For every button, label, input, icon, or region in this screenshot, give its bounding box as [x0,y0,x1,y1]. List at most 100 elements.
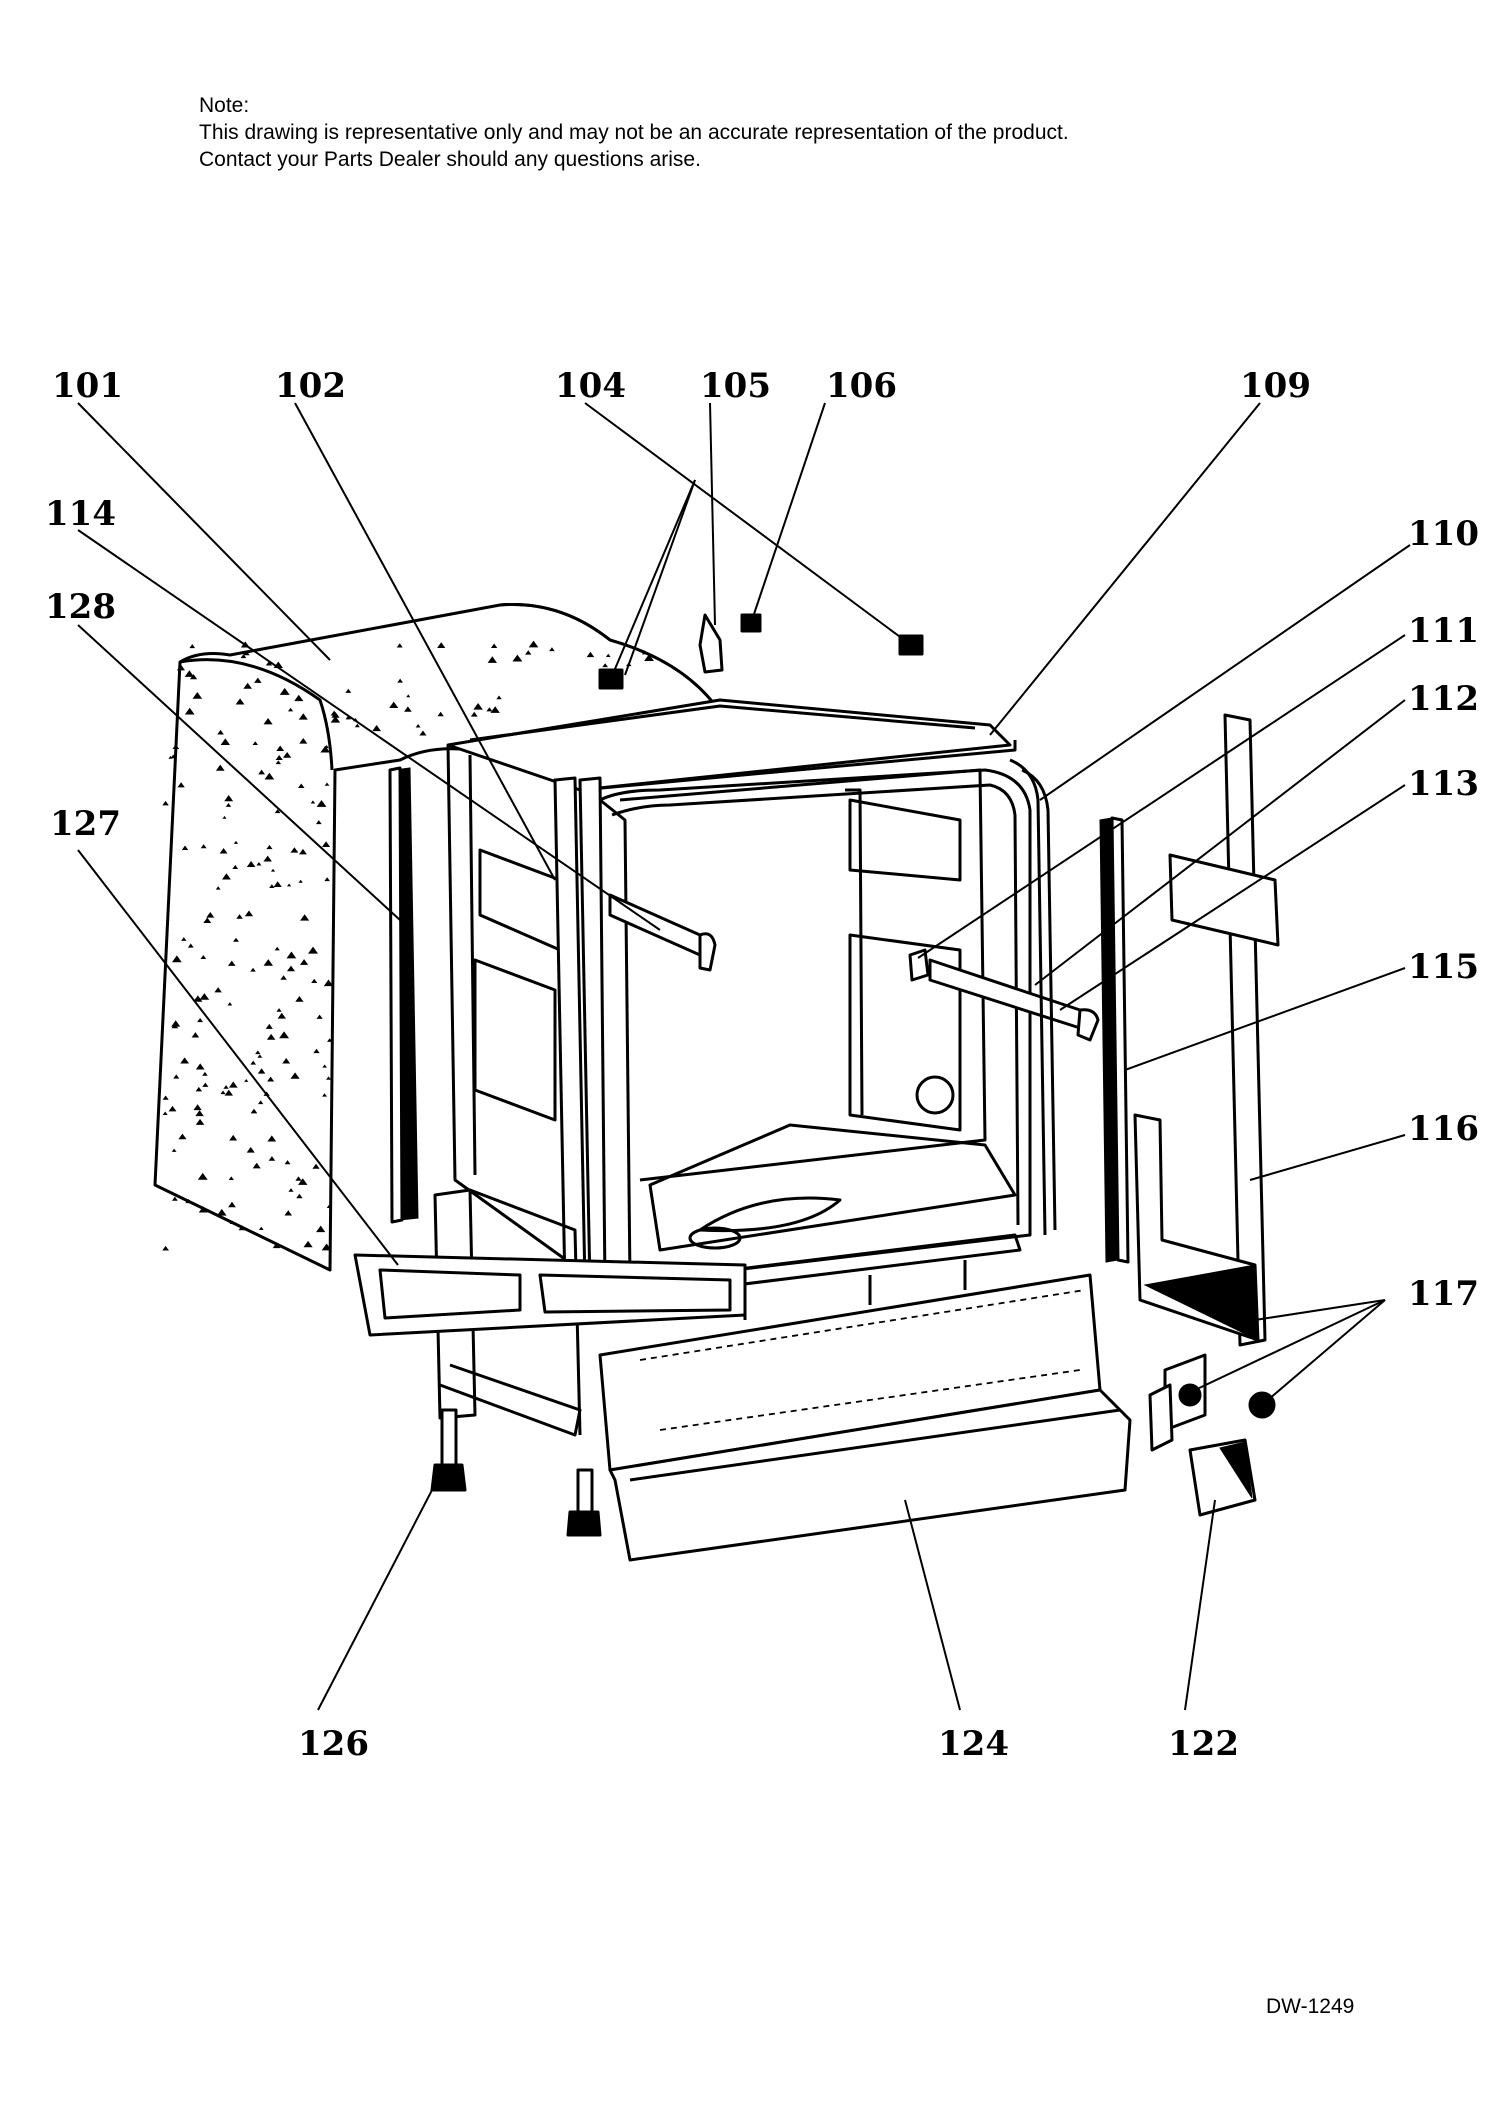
toe-kick-panel [598,1273,1132,1562]
callout-110: 110 [1408,514,1479,554]
speckle [326,1204,332,1209]
speckle [220,1090,226,1095]
speckle [233,840,239,844]
speckle [324,877,330,882]
speckle [311,978,318,983]
speckle [256,861,262,866]
speckle [298,1178,308,1185]
speckle [220,738,231,745]
speckle [172,1196,178,1201]
speckle [162,800,169,806]
callout-101: 101 [52,366,123,406]
speckle [279,687,290,695]
speckle [272,1242,281,1249]
speckle [267,1135,277,1142]
speckle [286,883,292,887]
speckle [217,729,224,735]
speckle [264,772,275,780]
speckle [181,845,189,851]
speckle [224,1089,234,1096]
speckle [189,644,196,649]
speckle [496,695,502,700]
speckle [185,1198,192,1204]
callout-104: 104 [555,366,626,406]
speckle [181,937,187,941]
speckle [266,844,273,850]
speckle [490,643,498,649]
speckle [295,1176,302,1181]
speckle [170,754,177,759]
speckle [487,656,498,663]
speckle [298,879,303,883]
speckle [372,725,381,732]
top-clip-104-left [598,668,624,690]
speckle [257,1100,264,1105]
speckle [257,1054,263,1058]
speckle [295,995,304,1002]
speckle [244,910,254,917]
speckle [284,1160,291,1165]
speckle [404,706,412,712]
speckle [162,1245,170,1251]
speckle [191,1032,200,1038]
speckle [586,651,595,658]
speckle [202,1082,209,1087]
speckle [267,1076,275,1082]
speckle [200,955,207,959]
speckle [330,710,338,716]
speckle [299,848,307,855]
callout-105: 105 [700,366,771,406]
callout-124: 124 [938,1724,1009,1764]
speckle [222,815,227,819]
leader-lines [77,402,1411,1711]
speckle [195,1086,203,1092]
speckle [263,855,272,862]
speckle [246,1146,255,1153]
side-trim-right [1099,816,1130,1264]
speckle [327,1038,333,1042]
callout-114: 114 [45,494,116,534]
speckle [389,701,399,709]
speckle [206,912,215,918]
speckle [312,1163,320,1169]
speckle [316,1225,326,1233]
speckle [284,1210,293,1216]
insulation-blanket [153,602,717,1272]
speckle [323,979,334,987]
speckle [229,1134,238,1141]
speckle [250,1060,257,1065]
speckle [193,995,203,1002]
callout-126: 126 [298,1724,369,1764]
speckle [303,1240,313,1248]
callout-116: 116 [1408,1109,1479,1149]
speckle [171,1023,179,1029]
speckle [345,688,352,693]
speckle [244,1078,249,1082]
speckle [184,670,195,677]
speckle [282,1057,291,1064]
speckle [246,860,256,867]
speckle [257,1068,266,1074]
speckle [324,782,330,786]
speckle [187,943,194,948]
speckle [280,975,287,980]
speckle [192,692,203,699]
speckle [263,959,274,966]
tub-assembly [446,698,1032,1320]
speckle [286,965,296,972]
speckle [286,951,297,959]
speckle [275,760,282,765]
drawing-code: DW-1249 [1266,1995,1355,2018]
speckle [195,1110,204,1117]
speckle [177,782,185,788]
speckle [419,730,427,736]
speckle [225,803,232,807]
speckle [184,707,195,715]
speckle [198,1206,208,1213]
speckle [263,717,273,725]
speckle [288,1188,294,1192]
speckle [396,643,403,648]
speckle [290,1072,300,1079]
speckle [282,751,292,758]
